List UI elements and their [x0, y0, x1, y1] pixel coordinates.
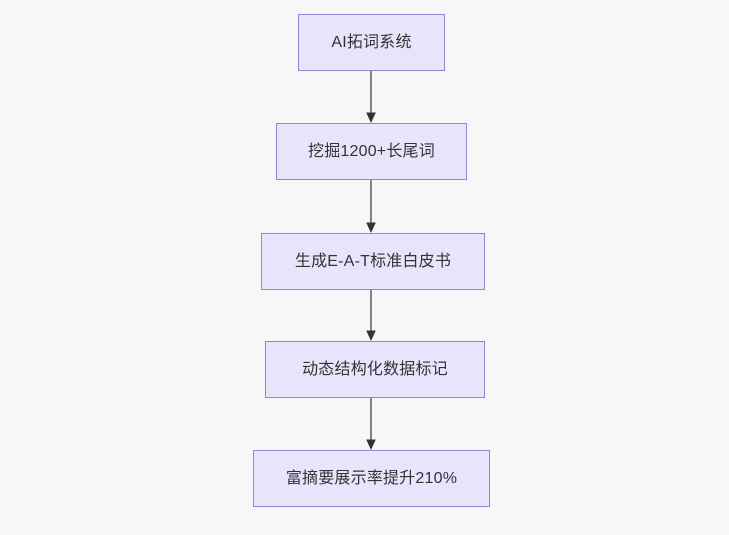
flow-node-ai-keyword-system[interactable]: AI拓词系统	[298, 14, 445, 71]
flow-node-label: AI拓词系统	[331, 33, 412, 51]
arrowhead-down-icon	[366, 112, 376, 123]
flow-edge-n2-n3	[364, 180, 378, 233]
flow-node-generate-eat-whitepaper[interactable]: 生成E-A-T标准白皮书	[261, 233, 485, 290]
arrowhead-down-icon	[366, 222, 376, 233]
flow-node-dynamic-structured-data-markup[interactable]: 动态结构化数据标记	[265, 341, 485, 398]
flow-node-label: 挖掘1200+长尾词	[308, 142, 435, 160]
arrowhead-down-icon	[366, 330, 376, 341]
flow-node-mine-longtail-keywords[interactable]: 挖掘1200+长尾词	[276, 123, 467, 180]
flow-node-label: 动态结构化数据标记	[302, 360, 448, 378]
flow-edge-n4-n5	[364, 398, 378, 450]
flow-edge-n1-n2	[364, 71, 378, 123]
flow-node-rich-snippet-impression-lift[interactable]: 富摘要展示率提升210%	[253, 450, 490, 507]
arrowhead-down-icon	[366, 439, 376, 450]
flow-node-label: 富摘要展示率提升210%	[285, 469, 458, 487]
flow-node-label: 生成E-A-T标准白皮书	[294, 252, 452, 270]
flow-edge-n3-n4	[364, 290, 378, 341]
